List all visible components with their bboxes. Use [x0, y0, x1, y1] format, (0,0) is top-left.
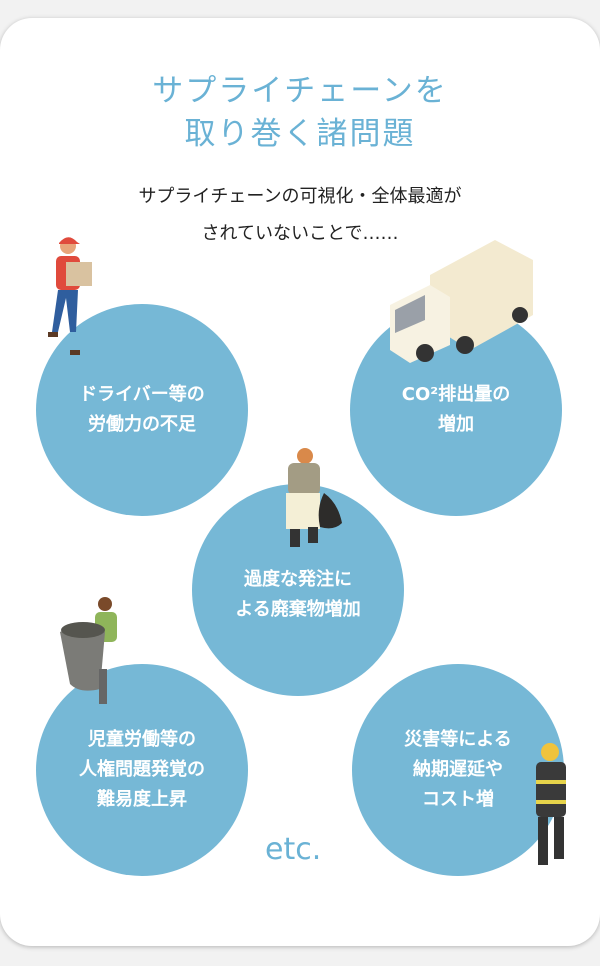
- issue-human-rights: 児童労働等の 人権問題発覚の 難易度上昇: [36, 664, 248, 876]
- subtitle-line-2: されていないことで……: [201, 223, 399, 244]
- title-line-1: サプライチェーンを: [152, 73, 448, 109]
- subtitle: サプライチェーンの可視化・全体最適が されていないことで……: [0, 178, 600, 252]
- worker-trash-bag-icon: [286, 448, 342, 547]
- delivery-worker-icon: [48, 237, 92, 355]
- issue-label: 児童労働等の 人権問題発覚の 難易度上昇: [79, 729, 205, 810]
- page-title: サプライチェーンを 取り巻く諸問題: [0, 70, 600, 156]
- subtitle-line-1: サプライチェーンの可視化・全体最適が: [138, 186, 462, 207]
- truck-icon: [390, 240, 533, 363]
- child-worker-icon: [60, 597, 117, 704]
- issue-disaster: 災害等による 納期遅延や コスト増: [352, 664, 564, 876]
- etc-text: etc.: [265, 832, 322, 867]
- issue-labor-shortage: ドライバー等の 労働力の不足: [36, 304, 248, 516]
- title-line-2: 取り巻く諸問題: [184, 116, 416, 152]
- issue-label: 災害等による 納期遅延や コスト増: [404, 729, 512, 810]
- issue-label: 過度な発注に よる廃棄物増加: [235, 569, 361, 620]
- issue-label: CO²排出量の 増加: [401, 384, 511, 435]
- firefighter-icon: [536, 743, 566, 865]
- issue-label: ドライバー等の 労働力の不足: [79, 384, 205, 435]
